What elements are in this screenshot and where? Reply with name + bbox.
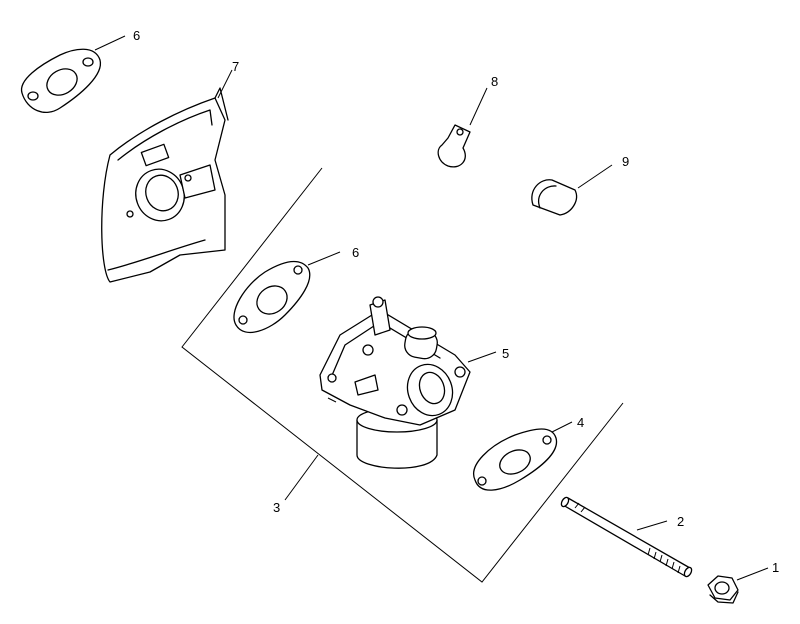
- gasket-top-left: [21, 48, 101, 113]
- leader-9: [577, 164, 613, 189]
- gasket-middle: [233, 261, 311, 334]
- leader-3: [284, 454, 319, 501]
- assembly-bracket-line: [181, 167, 624, 583]
- callout-9: 9: [622, 154, 629, 169]
- stud: [560, 496, 693, 578]
- callout-3: 3: [273, 500, 280, 515]
- callout-6-top: 6: [133, 28, 140, 43]
- leader-1: [736, 567, 769, 581]
- callout-8: 8: [491, 74, 498, 89]
- callout-5: 5: [502, 346, 509, 361]
- callout-4: 4: [577, 415, 584, 430]
- leader-6a: [94, 35, 126, 51]
- gasket-lower: [473, 428, 558, 491]
- intake-plate: [101, 87, 229, 283]
- callout-1: 1: [772, 560, 779, 575]
- carburetor: [319, 296, 471, 469]
- leader-2: [636, 520, 668, 531]
- nut: [707, 575, 739, 604]
- callout-7: 7: [232, 59, 239, 74]
- leader-7: [217, 69, 233, 99]
- leader-4: [551, 421, 573, 433]
- leader-8: [469, 87, 488, 126]
- fuel-line-clip: [437, 124, 471, 168]
- callout-6-bottom: 6: [352, 245, 359, 260]
- leader-5: [467, 351, 497, 363]
- leader-6b: [307, 251, 341, 266]
- plug: [531, 179, 578, 216]
- callout-2: 2: [677, 514, 684, 529]
